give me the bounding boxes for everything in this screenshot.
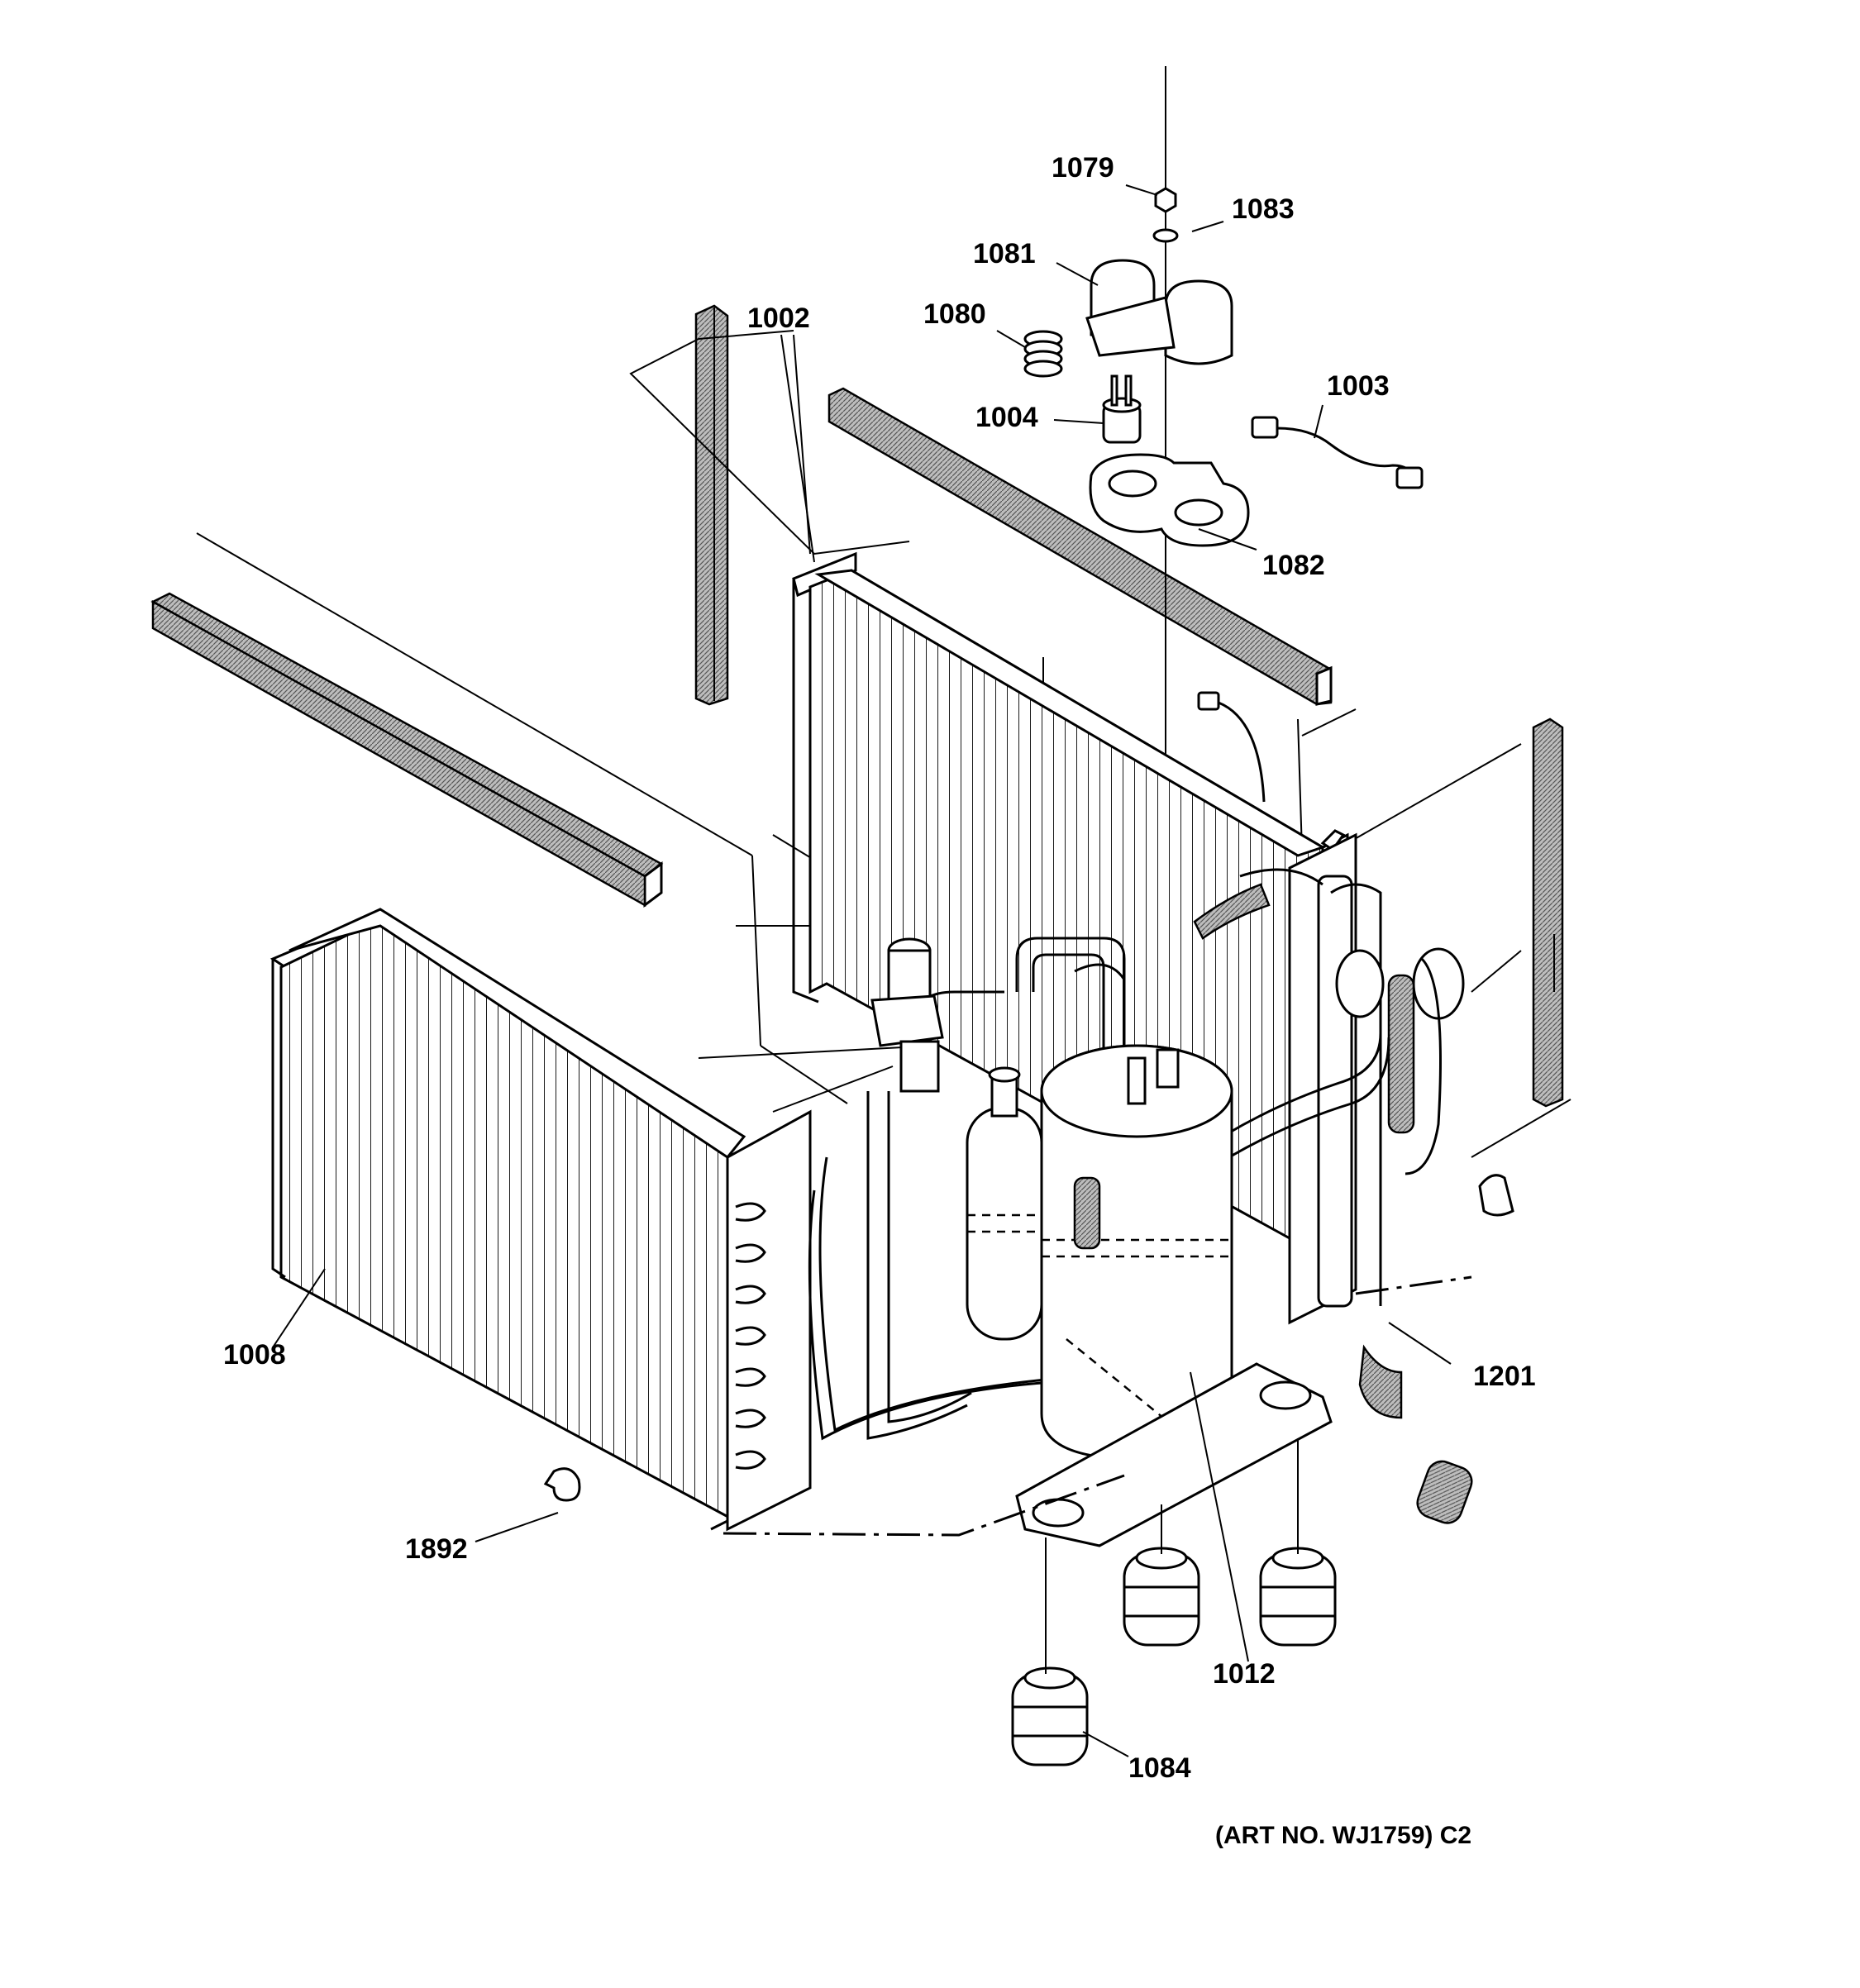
- foam-strip-vertical-upper: [694, 304, 729, 706]
- callout-1082: 1082: [1262, 550, 1325, 581]
- callout-1002: 1002: [747, 303, 810, 334]
- sensor-wire: [1197, 691, 1266, 803]
- grommet: [1123, 1547, 1200, 1647]
- callout-1008: 1008: [223, 1339, 286, 1371]
- coil-return-bends: [735, 1202, 766, 1470]
- callout-1083: 1083: [1232, 193, 1295, 225]
- callout-1201: 1201: [1473, 1361, 1536, 1392]
- grommet: [1259, 1547, 1337, 1647]
- callout-1004: 1004: [975, 402, 1038, 433]
- compressor: [1040, 1044, 1233, 1461]
- callout-1084: 1084: [1128, 1752, 1191, 1784]
- spring: [1023, 330, 1063, 378]
- terminal-cover-group: [1023, 187, 1250, 547]
- relay: [1102, 374, 1142, 444]
- foam-strip-top: [827, 387, 1333, 706]
- service-valve: [870, 937, 944, 1093]
- wire-harness: [1251, 416, 1424, 489]
- callout-1080: 1080: [923, 298, 986, 330]
- rubber-grommets: [1011, 1438, 1337, 1766]
- callout-1079: 1079: [1052, 152, 1114, 184]
- callout-1012: 1012: [1213, 1658, 1276, 1690]
- callout-1892: 1892: [405, 1533, 468, 1565]
- callout-1081: 1081: [973, 238, 1036, 269]
- grommet: [1011, 1666, 1089, 1766]
- centerline: [723, 1275, 1472, 1537]
- tube-clip: [543, 1467, 581, 1502]
- foam-strip-vertical-right: [1532, 717, 1564, 1108]
- condenser-coil-left: [269, 908, 812, 1532]
- insulation-sleeves: [1193, 883, 1514, 1524]
- coil-end-right: [1288, 832, 1465, 1325]
- art-number: (ART NO. WJ1759) C2: [1215, 1822, 1472, 1849]
- foam-strip-left: [150, 592, 664, 908]
- callout-leaders: [272, 184, 1452, 1757]
- accumulator: [966, 1066, 1043, 1341]
- compressor-base-plate: [1015, 1362, 1333, 1547]
- mounting-bracket: [1089, 453, 1250, 547]
- callout-1003: 1003: [1327, 370, 1390, 402]
